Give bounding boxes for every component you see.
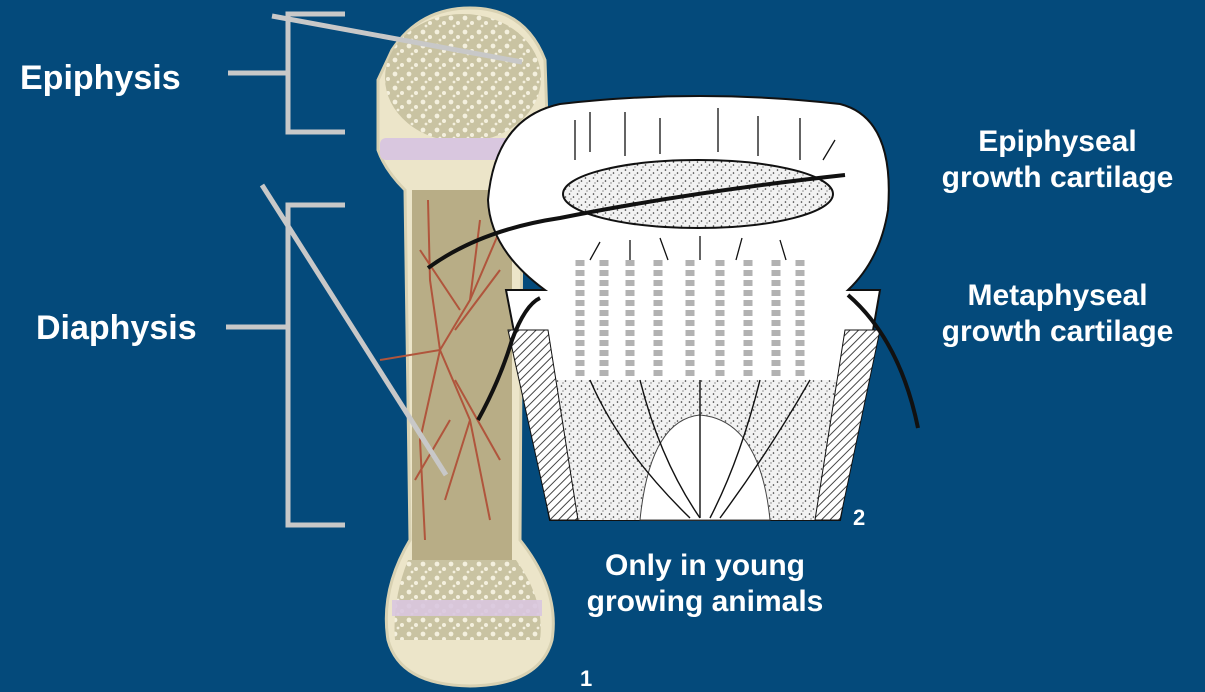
metaphyseal-cartilage-label: Metaphyseal growth cartilage bbox=[910, 278, 1205, 350]
growth-cartilage-inset bbox=[488, 96, 889, 520]
epiphyseal-label-line1: Epiphyseal bbox=[910, 124, 1205, 160]
diaphysis-label: Diaphysis bbox=[36, 308, 197, 349]
figure-number-1: 1 bbox=[580, 666, 592, 692]
figure-number-2: 2 bbox=[853, 505, 865, 531]
metaphyseal-label-line1: Metaphyseal bbox=[910, 278, 1205, 314]
young-note-line2: growing animals bbox=[560, 584, 850, 620]
diaphysis-bracket bbox=[226, 205, 345, 525]
epiphysis-bracket bbox=[228, 14, 345, 132]
epiphyseal-cartilage-label: Epiphyseal growth cartilage bbox=[910, 124, 1205, 196]
metaphyseal-label-line2: growth cartilage bbox=[910, 314, 1205, 350]
epiphysis-label: Epiphysis bbox=[20, 58, 181, 99]
young-animals-note: Only in young growing animals bbox=[560, 548, 850, 620]
epiphyseal-label-line2: growth cartilage bbox=[910, 160, 1205, 196]
epiphysis-spongy-bone bbox=[385, 14, 541, 142]
young-note-line1: Only in young bbox=[560, 548, 850, 584]
distal-cartilage-band bbox=[392, 600, 542, 616]
